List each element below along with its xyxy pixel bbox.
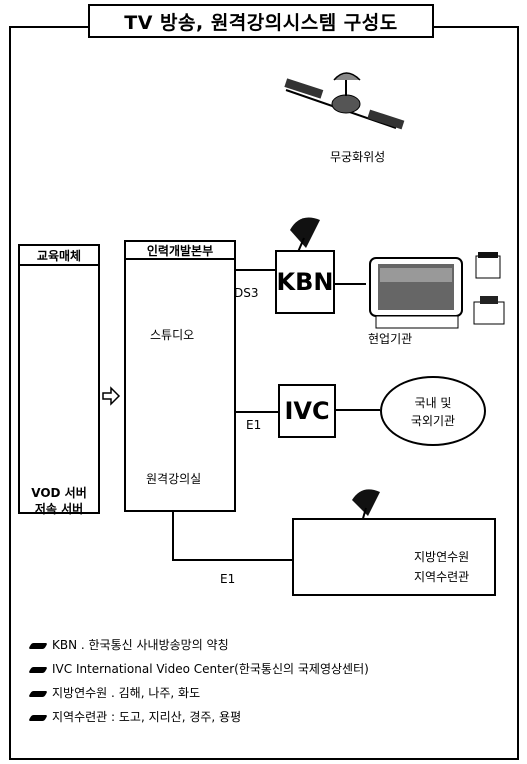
ivc-link-label: E1 bbox=[246, 418, 262, 432]
kbn-box: KBN bbox=[275, 250, 335, 314]
hq-header: 인력개발본부 bbox=[124, 240, 236, 260]
note-item: 지방연수원 . 김해, 나주, 화도 bbox=[28, 684, 201, 701]
flow-arrow bbox=[102, 386, 121, 406]
bullet-icon bbox=[28, 714, 48, 721]
note-item: 지역수련관 : 도고, 지리산, 경주, 용평 bbox=[28, 708, 242, 725]
kbn-dish-icon bbox=[290, 217, 320, 253]
bullet-icon bbox=[28, 642, 48, 649]
note-text: 지방연수원 . 김해, 나주, 화도 bbox=[52, 686, 201, 700]
link-hq-regional bbox=[172, 512, 292, 561]
domestic-line2: 국외기관 bbox=[410, 414, 456, 428]
field-org-tv-icon bbox=[369, 257, 463, 329]
regional-line2: 지역수련관 bbox=[414, 570, 470, 584]
diagram-title: TV 방송, 원격강의시스템 구성도 bbox=[88, 4, 434, 38]
bullet-icon bbox=[28, 690, 48, 697]
note-text: IVC International Video Center(한국통신의 국제영… bbox=[52, 662, 369, 676]
media-footer-line1: VOD 서버 bbox=[31, 486, 87, 500]
telephone-icon bbox=[475, 252, 501, 279]
ivc-box: IVC bbox=[278, 384, 336, 438]
note-text: KBN . 한국통신 사내방송망의 약칭 bbox=[52, 638, 229, 652]
regional-link-label: E1 bbox=[220, 572, 236, 586]
satellite-icon bbox=[284, 72, 405, 130]
note-item: IVC International Video Center(한국통신의 국제영… bbox=[28, 660, 369, 677]
studio-label: 스튜디오 bbox=[150, 328, 195, 342]
fax-icon bbox=[473, 296, 505, 325]
hq-column bbox=[124, 240, 236, 512]
domestic-ellipse bbox=[380, 376, 486, 446]
satellite-label: 무궁화위성 bbox=[330, 150, 386, 164]
domestic-line1: 국내 및 bbox=[414, 396, 452, 410]
remote-room-label: 원격강의실 bbox=[146, 472, 202, 486]
media-column bbox=[18, 244, 100, 514]
field-org-label: 현업기관 bbox=[368, 332, 413, 346]
regional-line1: 지방연수원 bbox=[414, 550, 470, 564]
media-footer-line2: 저속 서버 bbox=[34, 502, 84, 516]
kbn-link-label: DS3 bbox=[234, 286, 259, 300]
regional-box bbox=[292, 518, 496, 596]
note-item: KBN . 한국통신 사내방송망의 약칭 bbox=[28, 636, 229, 653]
note-text: 지역수련관 : 도고, 지리산, 경주, 용평 bbox=[52, 710, 242, 724]
media-header: 교육매체 bbox=[18, 244, 100, 266]
bullet-icon bbox=[28, 666, 48, 673]
